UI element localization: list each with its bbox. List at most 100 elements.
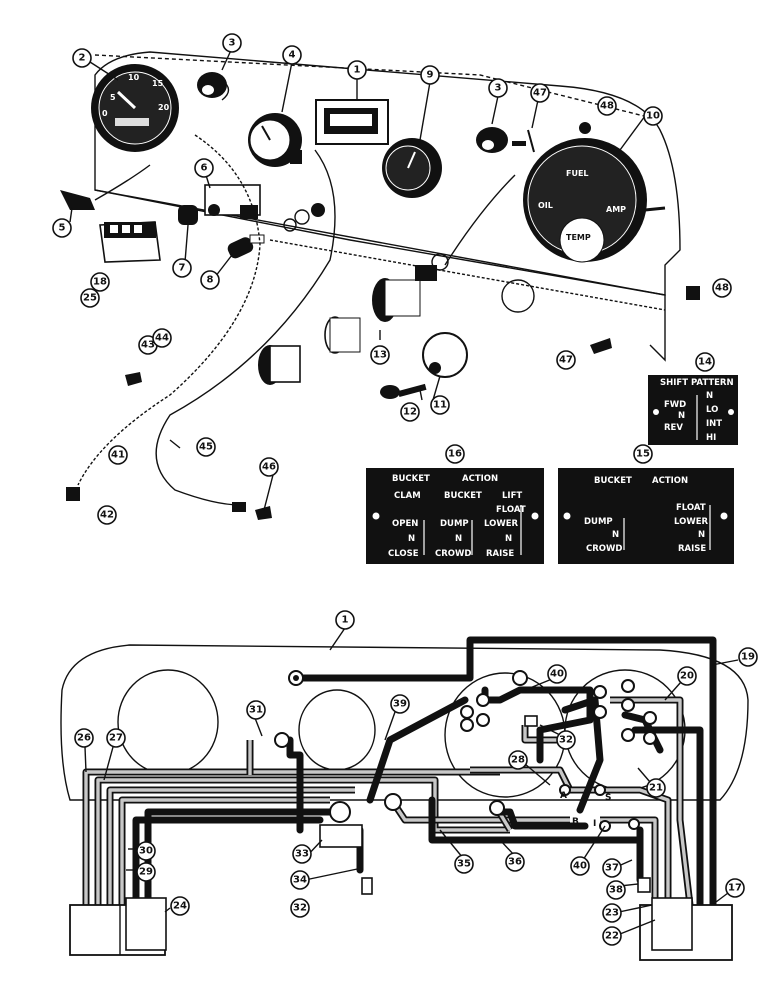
- callout-bubble: [488, 78, 508, 98]
- callout-bubble: [695, 352, 715, 372]
- callout-b32b: 32: [290, 898, 310, 918]
- panel-outline: [60, 644, 749, 801]
- callout-25: 25: [80, 288, 100, 308]
- svg-text:INT: INT: [706, 419, 722, 429]
- callout-44: 44: [152, 328, 172, 348]
- connector: [361, 877, 373, 895]
- connector: [66, 487, 80, 501]
- indicator-lamp: [476, 127, 508, 153]
- fuel-label: FUEL: [566, 169, 589, 178]
- callout-b21: 21: [646, 778, 666, 798]
- callout-bubble: [420, 65, 440, 85]
- callout-number: 8: [207, 275, 214, 286]
- svg-text:N: N: [706, 391, 713, 401]
- callout-bubble: [196, 437, 216, 457]
- callout-bubble: [90, 272, 110, 292]
- callout-number: 42: [100, 510, 114, 521]
- cigar-lighter: [258, 253, 449, 385]
- svg-text:N: N: [678, 411, 685, 421]
- callout-number: 10: [646, 111, 660, 122]
- callout-number: 5: [59, 223, 66, 234]
- callout-number: 40: [573, 861, 587, 872]
- callout-number: 9: [427, 70, 434, 81]
- terminal-a-label: A: [560, 791, 567, 801]
- callout-bubble: [508, 750, 528, 770]
- callout-b20: 20: [677, 666, 697, 686]
- callout-number: 19: [741, 652, 755, 663]
- connector: [524, 715, 538, 727]
- callout-6: 6: [194, 158, 214, 178]
- svg-text:OPEN: OPEN: [392, 519, 418, 529]
- callout-number: 37: [605, 863, 619, 874]
- callout-number: 39: [393, 699, 407, 710]
- callout-number: 46: [262, 462, 276, 473]
- svg-text:ACTION: ACTION: [462, 474, 498, 484]
- callout-b37: 37: [602, 858, 622, 878]
- terminals: [274, 670, 657, 832]
- gauge-hole: [501, 279, 535, 313]
- callout-number: 30: [139, 846, 153, 857]
- callout-bubble: [52, 218, 72, 238]
- callout-number: 14: [698, 357, 712, 368]
- sender-unit: [60, 164, 151, 210]
- callout-number: 12: [403, 407, 417, 418]
- callout-number: 48: [600, 101, 614, 112]
- callout-11: 11: [430, 395, 450, 415]
- callout-bubble: [602, 858, 622, 878]
- wiring-panel: A S B I: [60, 627, 749, 961]
- shift-pattern-plate: SHIFT PATTERN FWD N REV N LO INT HI: [648, 375, 738, 445]
- callout-1: 1: [347, 60, 367, 80]
- callout-number: 21: [649, 783, 663, 794]
- callout-number: 45: [199, 442, 213, 453]
- callout-15: 15: [633, 444, 653, 464]
- callout-bubble: [246, 700, 266, 720]
- callout-bubble: [646, 778, 666, 798]
- connector: [637, 877, 651, 893]
- callout-3b: 3: [488, 78, 508, 98]
- tachometer-gauge: [382, 138, 442, 198]
- screw: [590, 338, 612, 354]
- callout-bubble: [530, 83, 550, 103]
- callout-bubble: [547, 664, 567, 684]
- callout-b26: 26: [74, 728, 94, 748]
- callout-bubble: [677, 666, 697, 686]
- light-switch: [227, 234, 265, 259]
- ignition-switch: [422, 332, 468, 378]
- indicator-lamp: [197, 72, 230, 101]
- callout-number: 40: [550, 669, 564, 680]
- callout-number: 32: [559, 735, 573, 746]
- speedometer-cable: [155, 149, 336, 506]
- callout-b32a: 32: [556, 730, 576, 750]
- callout-41: 41: [108, 445, 128, 465]
- callout-47b: 47: [556, 350, 576, 370]
- callout-b35: 35: [454, 854, 474, 874]
- callout-16: 16: [445, 444, 465, 464]
- svg-text:BUCKET: BUCKET: [444, 491, 482, 501]
- svg-text:RAISE: RAISE: [486, 549, 514, 559]
- callout-bubble: [606, 880, 626, 900]
- svg-text:N: N: [408, 534, 415, 544]
- svg-text:N: N: [505, 534, 512, 544]
- callout-b1: 1: [335, 610, 355, 630]
- callout-14: 14: [695, 352, 715, 372]
- callout-number: 15: [636, 449, 650, 460]
- callout-bubble: [597, 96, 617, 116]
- callout-bubble: [602, 903, 622, 923]
- svg-text:FLOAT: FLOAT: [676, 503, 706, 513]
- callout-b31: 31: [246, 700, 266, 720]
- callout-number: 27: [109, 733, 123, 744]
- callout-bubble: [335, 610, 355, 630]
- callout-number: 34: [293, 875, 307, 886]
- screw: [512, 129, 535, 153]
- svg-text:LOWER: LOWER: [674, 517, 709, 527]
- callout-9: 9: [420, 65, 440, 85]
- washer: [294, 209, 310, 225]
- callout-number: 26: [77, 733, 91, 744]
- callout-b27: 27: [106, 728, 126, 748]
- callout-number: 1: [342, 615, 349, 626]
- callout-bubble: [292, 844, 312, 864]
- callout-bubble: [194, 158, 214, 178]
- callout-bubble: [290, 898, 310, 918]
- callout-bubble: [222, 33, 242, 53]
- svg-text:10: 10: [128, 73, 140, 82]
